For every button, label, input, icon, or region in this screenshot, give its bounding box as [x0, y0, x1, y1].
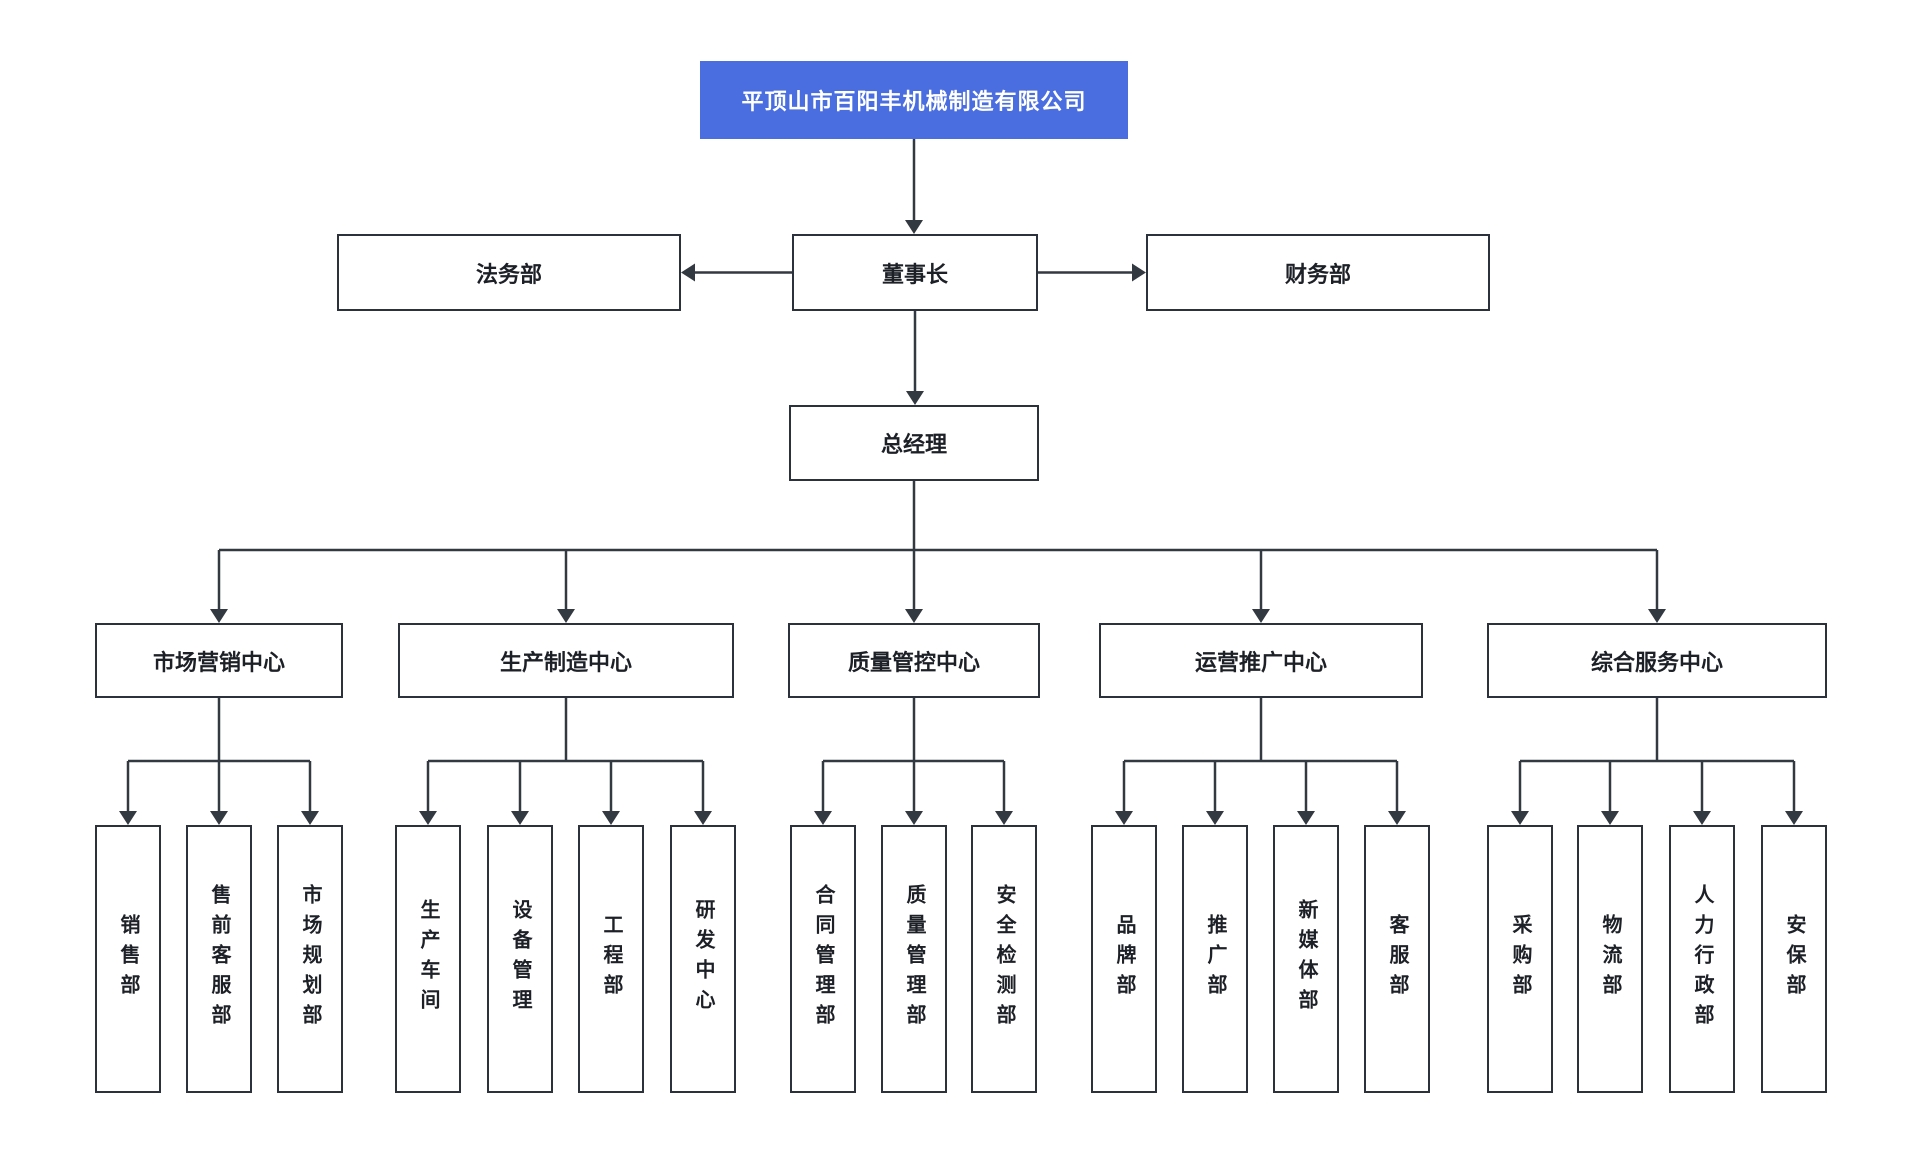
org-node-promotion-dept[interactable]: 推广部	[1182, 825, 1248, 1093]
connector-arrowhead-icon	[511, 811, 529, 825]
org-node-rd-center[interactable]: 研发中心	[670, 825, 736, 1093]
connector-arrowhead-icon	[814, 811, 832, 825]
org-node-customer-service-dept[interactable]: 客服部	[1364, 825, 1430, 1093]
org-node-label: 人力行政部	[1691, 884, 1713, 1034]
connector-arrowhead-icon	[1252, 609, 1270, 623]
org-node-label: 总经理	[880, 432, 947, 457]
org-node-engineering-dept[interactable]: 工程部	[578, 825, 644, 1093]
org-node-label: 采购部	[1509, 914, 1531, 1004]
org-node-new-media-dept[interactable]: 新媒体部	[1273, 825, 1339, 1093]
org-node-label: 设备管理	[509, 899, 531, 1019]
org-node-label: 综合服务中心	[1590, 649, 1723, 675]
org-node-label: 董事长	[881, 261, 948, 287]
org-node-label: 市场营销中心	[152, 649, 285, 675]
org-node-brand-dept[interactable]: 品牌部	[1091, 825, 1157, 1093]
connector-arrowhead-icon	[905, 811, 923, 825]
connector-arrowhead-icon	[905, 220, 923, 234]
connector-arrowhead-icon	[1132, 263, 1146, 282]
org-node-label: 财务部	[1284, 261, 1351, 287]
org-node-label: 生产车间	[417, 899, 439, 1019]
org-node-equipment-management[interactable]: 设备管理	[487, 825, 553, 1093]
connector-arrowhead-icon	[1601, 811, 1619, 825]
org-node-label: 质量管理部	[903, 884, 925, 1034]
org-node-company[interactable]: 平顶山市百阳丰机械制造有限公司	[700, 61, 1128, 139]
org-node-safety-inspection-dept[interactable]: 安全检测部	[971, 825, 1037, 1093]
org-node-hr-admin-dept[interactable]: 人力行政部	[1669, 825, 1735, 1093]
org-node-sales-dept[interactable]: 销售部	[95, 825, 161, 1093]
org-node-legal-dept[interactable]: 法务部	[337, 234, 681, 311]
connector-arrowhead-icon	[1693, 811, 1711, 825]
connector-arrowhead-icon	[210, 609, 228, 623]
connector-arrowhead-icon	[694, 811, 712, 825]
org-node-contract-management-dept[interactable]: 合同管理部	[790, 825, 856, 1093]
org-node-security-dept[interactable]: 安保部	[1761, 825, 1827, 1093]
connector-arrowhead-icon	[1785, 811, 1803, 825]
org-node-label: 新媒体部	[1295, 899, 1317, 1019]
org-node-label: 法务部	[475, 261, 542, 287]
org-node-label: 安全检测部	[993, 884, 1015, 1034]
org-node-label: 研发中心	[692, 899, 714, 1019]
org-node-label: 安保部	[1783, 914, 1805, 1004]
org-node-label: 合同管理部	[812, 884, 834, 1034]
connector-arrowhead-icon	[1297, 811, 1315, 825]
connector-arrowhead-icon	[1115, 811, 1133, 825]
connector-arrowhead-icon	[995, 811, 1013, 825]
connector-arrowhead-icon	[419, 811, 437, 825]
connector-arrowhead-icon	[681, 263, 695, 282]
connector-arrowhead-icon	[301, 811, 319, 825]
org-node-services-center[interactable]: 综合服务中心	[1487, 623, 1827, 698]
org-node-label: 物流部	[1599, 914, 1621, 1004]
org-node-label: 运营推广中心	[1194, 649, 1327, 675]
connector-arrowhead-icon	[557, 609, 575, 623]
connector-arrowhead-icon	[906, 391, 924, 405]
connector-arrowhead-icon	[1206, 811, 1224, 825]
org-node-label: 生产制造中心	[499, 649, 632, 675]
org-node-label: 客服部	[1386, 914, 1408, 1004]
org-node-marketing-center[interactable]: 市场营销中心	[95, 623, 343, 698]
connector-arrowhead-icon	[905, 609, 923, 623]
org-node-label: 质量管控中心	[847, 649, 980, 675]
org-node-production-center[interactable]: 生产制造中心	[398, 623, 734, 698]
org-node-procurement-dept[interactable]: 采购部	[1487, 825, 1553, 1093]
org-node-quality-management-dept[interactable]: 质量管理部	[881, 825, 947, 1093]
org-node-quality-center[interactable]: 质量管控中心	[788, 623, 1040, 698]
connector-arrowhead-icon	[210, 811, 228, 825]
org-node-label: 售前客服部	[208, 884, 230, 1034]
org-node-label: 平顶山市百阳丰机械制造有限公司	[741, 89, 1087, 114]
org-node-label: 品牌部	[1113, 914, 1135, 1004]
connector-arrowhead-icon	[602, 811, 620, 825]
connector-arrowhead-icon	[1511, 811, 1529, 825]
connector-arrowhead-icon	[1648, 609, 1666, 623]
org-node-label: 销售部	[117, 914, 139, 1004]
org-node-production-workshop[interactable]: 生产车间	[395, 825, 461, 1093]
connector-arrowhead-icon	[119, 811, 137, 825]
connector-arrowhead-icon	[1388, 811, 1406, 825]
org-node-logistics-dept[interactable]: 物流部	[1577, 825, 1643, 1093]
org-node-market-planning-dept[interactable]: 市场规划部	[277, 825, 343, 1093]
org-node-operations-center[interactable]: 运营推广中心	[1099, 623, 1423, 698]
org-node-label: 推广部	[1204, 914, 1226, 1004]
org-node-chairman[interactable]: 董事长	[792, 234, 1038, 311]
org-node-label: 市场规划部	[299, 884, 321, 1034]
org-node-general-manager[interactable]: 总经理	[789, 405, 1039, 481]
org-node-presales-service-dept[interactable]: 售前客服部	[186, 825, 252, 1093]
org-node-label: 工程部	[600, 914, 622, 1004]
org-node-finance-dept[interactable]: 财务部	[1146, 234, 1490, 311]
